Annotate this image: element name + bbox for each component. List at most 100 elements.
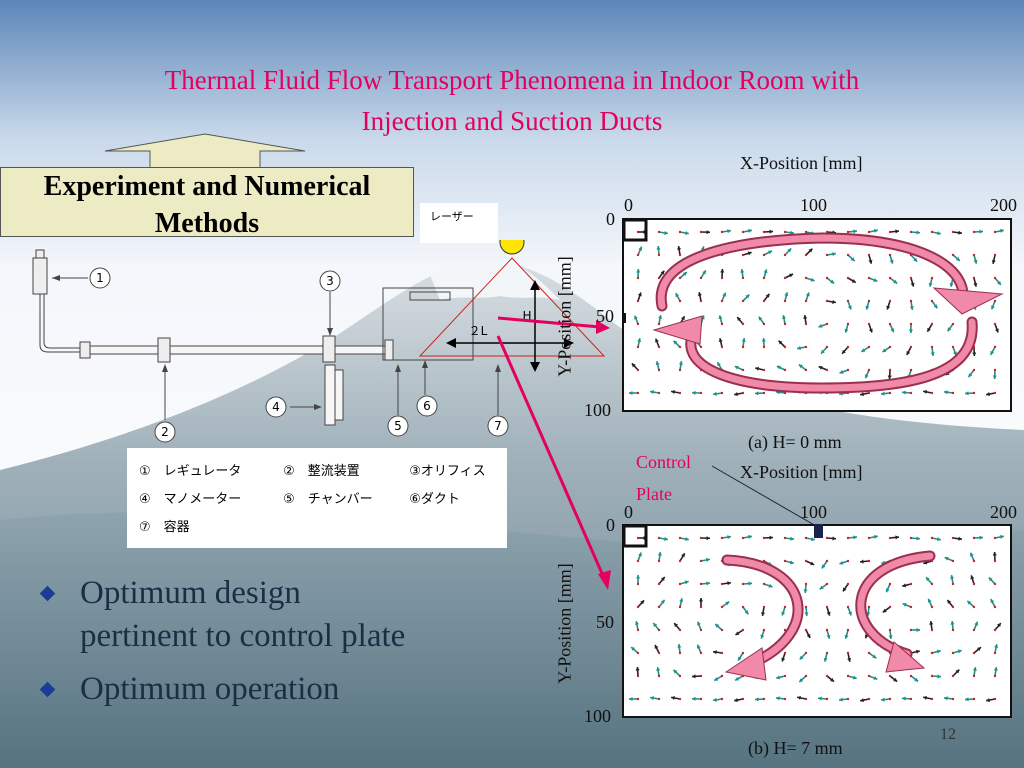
velocity-vector-head [657,552,662,556]
velocity-vector-head [842,587,847,592]
vector-origin-dot [804,253,808,257]
velocity-vector-head [738,656,742,661]
velocity-vector-head [673,340,678,345]
vector-origin-dot [804,536,808,540]
vector-origin-dot [804,322,808,326]
velocity-vector-head [950,575,955,579]
velocity-vector-head [685,230,689,236]
vector-origin-dot [888,697,892,701]
velocity-vector-head [748,228,752,233]
velocity-vector-head [902,603,907,607]
vector-origin-dot [678,582,682,586]
velocity-vector-head [776,675,781,680]
velocity-vector-head [1000,534,1004,539]
velocity-vector-head [706,536,710,541]
callout-1: 1 [96,271,104,285]
velocity-vector-head [929,621,934,625]
velocity-vector-head [844,634,849,639]
velocity-vector-head [853,229,857,234]
velocity-vector-head [860,698,864,703]
vector-origin-dot [699,299,703,303]
vector-origin-dot [636,391,640,395]
vector-origin-dot [972,368,976,372]
title-line-1: Thermal Fluid Flow Transport Phenomena i… [164,65,860,95]
vector-origin-dot [972,697,976,701]
velocity-vector-head [853,535,857,540]
velocity-vector-head [847,658,852,662]
vector-origin-dot [699,276,703,280]
callout-4: 4 [272,400,280,414]
vector-origin-dot [762,368,766,372]
vector-origin-dot [783,345,787,349]
velocity-vector-head [804,612,809,616]
vector-origin-dot [804,368,808,372]
vector-origin-dot [846,322,850,326]
vector-origin-dot [699,536,703,540]
velocity-vector-head [873,676,878,680]
velocity-vector-head [741,338,746,342]
velocity-vector-head [873,278,878,282]
velocity-vector-head [916,230,920,235]
velocity-vector-head [635,667,640,671]
vector-origin-dot [888,582,892,586]
velocity-vector-head [991,259,996,264]
velocity-vector-head [634,621,639,625]
velocity-vector-head [778,340,783,345]
velocity-vector-head [697,292,702,296]
vector-origin-dot [930,276,934,280]
vector-origin-dot [951,582,955,586]
plot-b-y-axis-label: Y-Position [mm] [554,563,575,684]
velocity-vector-head [957,649,962,654]
velocity-vector-head [769,535,773,540]
vector-origin-dot [783,674,787,678]
vector-origin-dot [846,536,850,540]
velocity-vector-head [818,323,823,328]
velocity-vector-head [696,644,701,649]
vector-origin-dot [804,697,808,701]
vector-origin-dot [636,299,640,303]
vector-origin-dot [657,697,661,701]
vector-origin-dot [783,276,787,280]
velocity-vector-head [958,536,962,541]
methods-banner: Experiment and Numerical Methods [0,167,414,239]
vector-origin-dot [846,582,850,586]
vector-origin-dot [867,368,871,372]
velocity-vector-head [768,250,772,255]
velocity-vector-head [955,669,960,674]
vector-origin-dot [720,582,724,586]
vector-origin-dot [678,674,682,678]
velocity-vector-head [758,316,763,321]
velocity-vector-head [702,270,706,275]
velocity-vector-head [909,306,914,310]
vector-origin-dot [720,674,724,678]
velocity-vector-head [797,345,801,351]
vector-origin-dot [930,628,934,632]
velocity-vector-head [839,697,843,702]
velocity-vector-head [671,389,675,395]
velocity-vector-head [865,305,870,310]
velocity-vector-head [681,553,685,558]
vector-origin-dot [636,559,640,563]
vector-origin-dot [993,391,997,395]
vector-origin-dot [993,651,997,655]
velocity-vector-head [787,248,792,253]
vector-origin-dot [678,605,682,609]
vector-origin-dot [636,605,640,609]
vector-origin-dot [909,368,913,372]
component-legend: ① レギュレータ ② 整流装置 ③オリフィス ④ マノメーター ⑤ チャンバー … [127,448,507,548]
velocity-vector-head [722,292,727,297]
velocity-vector-head [888,635,893,639]
velocity-vector-head [944,696,948,701]
plot-b-circulation-arrows [622,524,936,681]
vector-origin-dot [657,674,661,678]
vector-origin-dot [741,605,745,609]
velocity-vector-head [992,552,997,556]
vector-origin-dot [846,559,850,563]
vector-origin-dot [720,628,724,632]
vector-origin-dot [762,582,766,586]
vector-origin-dot [741,582,745,586]
velocity-vector-head [979,535,983,540]
vector-origin-dot [867,605,871,609]
vector-origin-dot [888,674,892,678]
velocity-vector-head [972,352,977,356]
